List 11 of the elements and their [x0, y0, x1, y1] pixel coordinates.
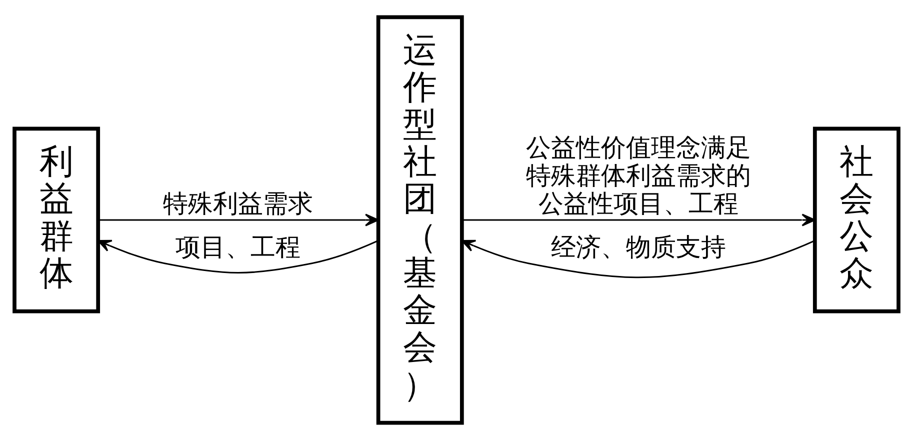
arrow	[461, 239, 816, 278]
node-box: 社会公众	[812, 126, 900, 313]
edge-label: 经济、物质支持	[550, 232, 726, 261]
edge-label: 公益性价值理念满足特殊群体利益需求的公益性项目、工程	[526, 132, 751, 218]
node-box: 利益群体	[12, 126, 100, 313]
edge-label: 项目、工程	[176, 232, 301, 261]
arrow	[98, 213, 379, 226]
arrow	[462, 213, 816, 226]
node-box: 运作型社团（基金会）	[376, 14, 464, 424]
arrow	[98, 239, 378, 273]
edge-label: 特殊利益需求	[163, 188, 314, 218]
